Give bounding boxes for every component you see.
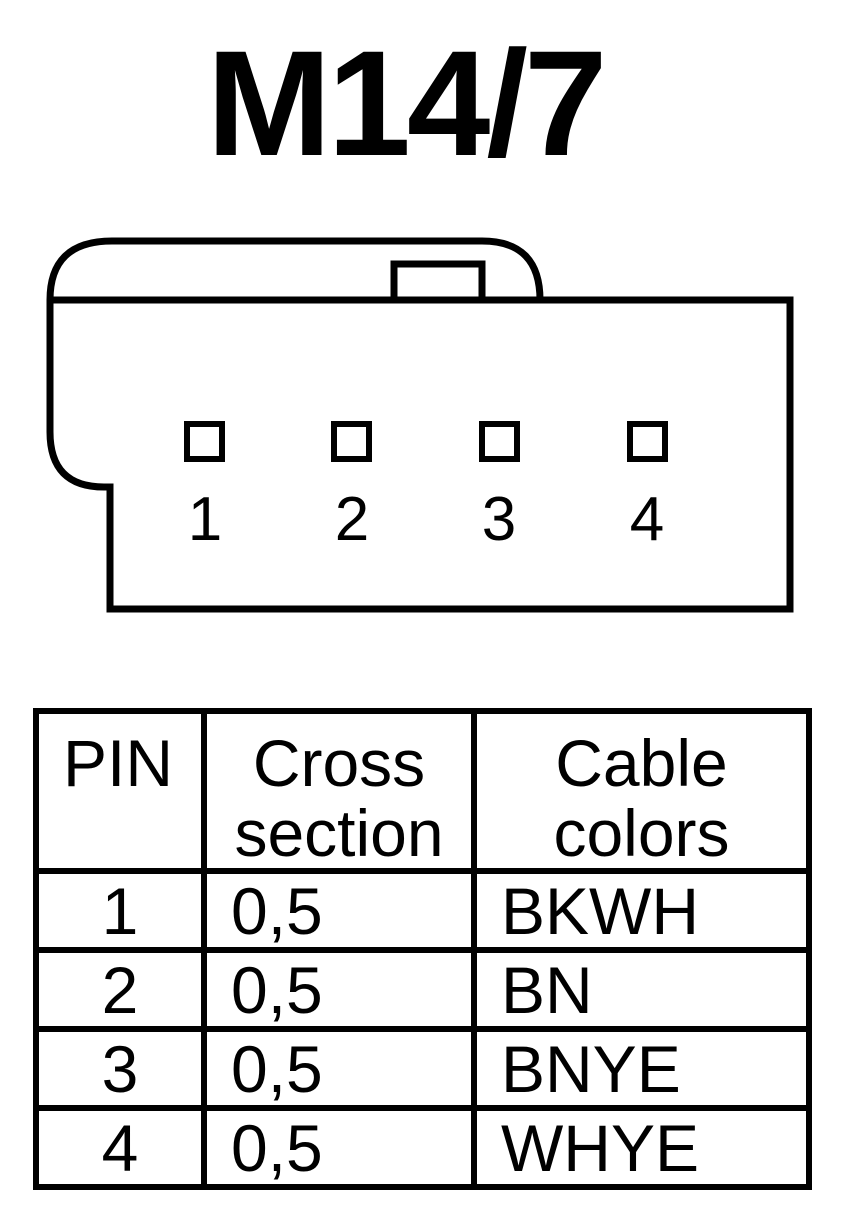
cell-cable-color: WHYE	[471, 1105, 812, 1190]
pin-socket-3	[479, 421, 520, 462]
pin-number-3: 3	[481, 485, 517, 554]
cell-cross-section: 0,5	[201, 947, 477, 1032]
cell-cable-color: BN	[471, 947, 812, 1032]
table-row: 1 0,5 BKWH	[33, 868, 812, 953]
pin-number-4: 4	[629, 485, 665, 554]
header-colors-line2: colors	[553, 796, 730, 870]
header-cross-line2: section	[234, 796, 444, 870]
header-cross-line1: Cross	[252, 726, 426, 800]
cell-pin: 3	[33, 1026, 207, 1111]
pin-socket-1	[184, 421, 225, 462]
cell-pin: 4	[33, 1105, 207, 1190]
cell-cross-section: 0,5	[201, 868, 477, 953]
cell-pin: 1	[33, 868, 207, 953]
latch-tab	[390, 260, 486, 300]
table-row: 3 0,5 BNYE	[33, 1026, 812, 1111]
housing-outline	[46, 237, 794, 613]
table-row: 4 0,5 WHYE	[33, 1105, 812, 1190]
connector-title: M14/7	[206, 19, 608, 187]
pin-number-2: 2	[334, 485, 370, 554]
cell-cross-section: 0,5	[201, 1105, 477, 1190]
pin-assignment-table: PIN Cross section Cable colors 1 0,5 BKW…	[33, 708, 812, 1190]
header-colors-line1: Cable	[555, 726, 728, 800]
pin-number-1: 1	[187, 485, 223, 554]
table-header-row: PIN Cross section Cable colors	[33, 708, 812, 874]
table-row: 2 0,5 BN	[33, 947, 812, 1032]
cell-cable-color: BNYE	[471, 1026, 812, 1111]
header-cross-section: Cross section	[201, 708, 477, 874]
pin-socket-4	[627, 421, 668, 462]
cell-cable-color: BKWH	[471, 868, 812, 953]
header-cable-colors: Cable colors	[471, 708, 812, 874]
connector-housing-drawing	[46, 237, 794, 613]
header-pin-label: PIN	[63, 726, 174, 800]
cell-pin: 2	[33, 947, 207, 1032]
cell-cross-section: 0,5	[201, 1026, 477, 1111]
header-pin: PIN	[33, 708, 207, 874]
pin-socket-2	[331, 421, 372, 462]
